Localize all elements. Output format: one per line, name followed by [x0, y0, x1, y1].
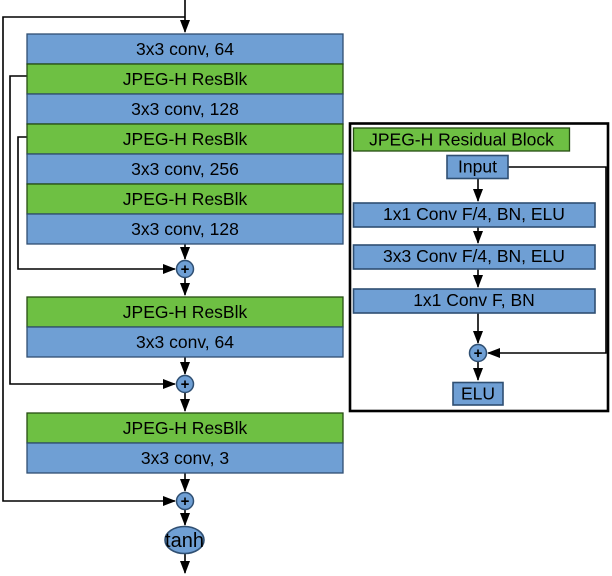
panel-layer-2: 3x3 Conv F/4, BN, ELU — [352, 244, 596, 270]
panel-layer-3-label: 1x1 Conv F, BN — [413, 290, 535, 310]
residual-panel: JPEG-H Residual Block Input 1x1 Conv F/4… — [348, 122, 610, 413]
plus-icon: + — [181, 493, 190, 510]
panel-title-bar: JPEG-H Residual Block — [352, 127, 571, 152]
skip-resblk2 — [17, 136, 176, 274]
panel-layer-2-label: 3x3 Conv F/4, BN, ELU — [383, 246, 565, 266]
plus-icon: + — [474, 345, 483, 362]
conv-block-5-label: 3x3 conv, 64 — [136, 332, 234, 352]
panel-layer-1: 1x1 Conv F/4, BN, ELU — [352, 202, 596, 228]
conv-block-1: 3x3 conv, 64 — [26, 33, 344, 65]
panel-input-rect — [446, 154, 509, 180]
skip-resblk1 — [9, 75, 176, 389]
panel-input-label: Input — [458, 157, 497, 177]
add-node-3-circle — [175, 491, 195, 511]
resblk-block-5-rect — [26, 412, 344, 444]
panel-elu-box: ELU — [452, 381, 504, 406]
resblk-block-1: JPEG-H ResBlk — [26, 63, 344, 95]
add-node-1: + — [175, 259, 195, 279]
conv-block-3-label: 3x3 conv, 256 — [131, 159, 239, 179]
add-node-3: + — [175, 491, 195, 511]
panel-elu-rect — [452, 381, 504, 406]
resblk-block-5-label: JPEG-H ResBlk — [123, 418, 248, 438]
resblk-block-4-label: JPEG-H ResBlk — [123, 302, 248, 322]
resblk-block-4-rect — [26, 296, 344, 328]
panel-skip-connection — [487, 166, 607, 358]
resblk-block-3-label: JPEG-H ResBlk — [123, 189, 248, 209]
conv-block-4: 3x3 conv, 128 — [26, 213, 344, 245]
add-node-2: + — [175, 374, 195, 394]
conv-block-6: 3x3 conv, 3 — [26, 442, 344, 474]
resblk-block-1-rect — [26, 63, 344, 95]
panel-elu-label: ELU — [461, 384, 495, 404]
panel-layer-1-rect — [352, 202, 596, 228]
resblk-block-5: JPEG-H ResBlk — [26, 412, 344, 444]
tanh-node: tanh — [164, 525, 205, 555]
plus-icon: + — [181, 376, 190, 393]
conv-block-5: 3x3 conv, 64 — [26, 326, 344, 358]
tanh-ellipse — [164, 525, 205, 555]
conv-block-3: 3x3 conv, 256 — [26, 153, 344, 185]
resblk-block-2-label: JPEG-H ResBlk — [123, 129, 248, 149]
add-node-2-circle — [175, 374, 195, 394]
conv-block-2-rect — [26, 93, 344, 125]
panel-layer-2-rect — [352, 244, 596, 270]
resblk-block-2: JPEG-H ResBlk — [26, 123, 344, 155]
panel-input-box: Input — [446, 154, 509, 180]
add-node-1-circle — [175, 259, 195, 279]
tanh-label: tanh — [165, 530, 204, 552]
conv-block-6-rect — [26, 442, 344, 474]
conv-block-4-label: 3x3 conv, 128 — [131, 219, 239, 239]
conv-block-2: 3x3 conv, 128 — [26, 93, 344, 125]
panel-add-circle — [468, 343, 488, 363]
conv-block-2-label: 3x3 conv, 128 — [131, 99, 239, 119]
panel-add-node: + — [468, 343, 488, 363]
conv-block-6-label: 3x3 conv, 3 — [141, 448, 229, 468]
resblk-block-3-rect — [26, 183, 344, 215]
panel-layer-1-label: 1x1 Conv F/4, BN, ELU — [383, 204, 565, 224]
resblk-block-4: JPEG-H ResBlk — [26, 296, 344, 328]
panel-layer-3: 1x1 Conv F, BN — [352, 288, 596, 314]
conv-block-3-rect — [26, 153, 344, 185]
conv-block-5-rect — [26, 326, 344, 358]
resblk-block-3: JPEG-H ResBlk — [26, 183, 344, 215]
conv-block-1-rect — [26, 33, 344, 65]
resblk-block-2-rect — [26, 123, 344, 155]
skip-global — [2, 16, 185, 506]
panel-title-rect — [352, 127, 571, 152]
plus-icon: + — [181, 261, 190, 278]
panel-title: JPEG-H Residual Block — [369, 130, 554, 150]
residual-panel-frame — [348, 122, 610, 413]
conv-block-1-label: 3x3 conv, 64 — [136, 39, 234, 59]
resblk-block-1-label: JPEG-H ResBlk — [123, 69, 248, 89]
panel-layer-3-rect — [352, 288, 596, 314]
conv-block-4-rect — [26, 213, 344, 245]
